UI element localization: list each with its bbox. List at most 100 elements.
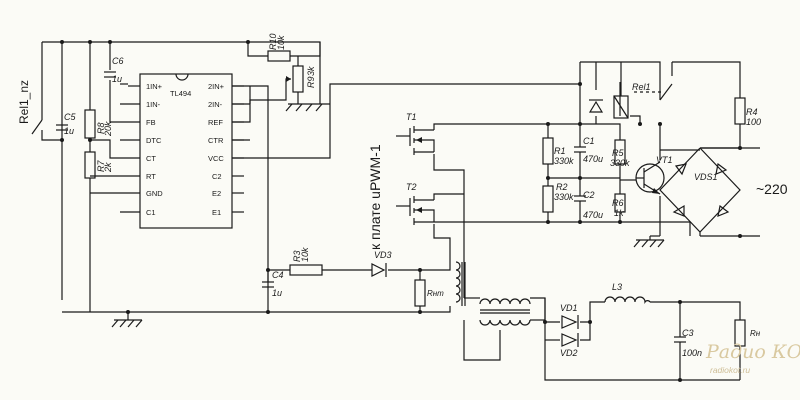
label-mains: ~220 bbox=[756, 181, 788, 197]
label-r7: R7 bbox=[96, 160, 106, 172]
relay-rel1 bbox=[613, 62, 629, 119]
capacitor-c1 bbox=[574, 140, 586, 160]
ic-pin-right-6: C2 bbox=[212, 172, 222, 181]
label-rn: Rн bbox=[750, 329, 761, 338]
label-c2-val: 470u bbox=[583, 210, 603, 220]
diode-vd3 bbox=[371, 263, 387, 277]
label-rel1-nz: Rel1_nz bbox=[17, 80, 31, 124]
mosfet-t1 bbox=[409, 126, 435, 155]
watermark: Радио КОТ radiokot.ru bbox=[705, 341, 800, 375]
label-c3: C3 bbox=[682, 328, 694, 338]
resistor-rnt bbox=[414, 279, 426, 307]
relay-contact bbox=[634, 62, 673, 101]
label-r1-val: 330k bbox=[554, 156, 574, 166]
potentiometer-r9 bbox=[286, 65, 304, 93]
ic-pin-right-1: 2IN+ bbox=[208, 82, 225, 91]
label-c3-val: 100n bbox=[682, 348, 702, 358]
resistor-r5 bbox=[614, 139, 626, 165]
junctions bbox=[60, 40, 742, 382]
label-r5-val: 330k bbox=[610, 158, 630, 168]
label-r2-val: 330k bbox=[554, 192, 574, 202]
resistor-r8 bbox=[84, 109, 96, 139]
ic-pin-left-2: 1IN- bbox=[146, 100, 161, 109]
ic-pin-right-8: E1 bbox=[212, 208, 221, 217]
label-c5: C5 bbox=[64, 112, 76, 122]
label-r2: R2 bbox=[556, 182, 568, 192]
label-c2: C2 bbox=[583, 190, 595, 200]
label-rel1: Rel1 bbox=[632, 82, 651, 92]
ic-pin-left-8: C1 bbox=[146, 208, 156, 217]
ic-pin-left-1: 1IN+ bbox=[146, 82, 163, 91]
ic-pin-right-2: 2IN- bbox=[208, 100, 223, 109]
label-r8-val: 20k bbox=[103, 121, 113, 137]
label-r6-val: 1k bbox=[614, 208, 624, 218]
label-vds1: VDS1 bbox=[694, 172, 718, 182]
ground-symbol bbox=[111, 319, 143, 328]
label-r10: R10 bbox=[268, 33, 278, 50]
resistor-r7 bbox=[84, 151, 96, 179]
label-t1: T1 bbox=[406, 112, 417, 122]
resistor-r3 bbox=[289, 264, 323, 276]
label-vd3: VD3 bbox=[374, 250, 392, 260]
current-transformer bbox=[479, 298, 531, 326]
label-r7-val: 2k bbox=[103, 162, 113, 173]
ic-pin-left-7: GND bbox=[146, 189, 163, 198]
label-r4-val: 100 bbox=[746, 117, 761, 127]
label-t2: T2 bbox=[406, 182, 417, 192]
capacitor-c2 bbox=[574, 190, 586, 210]
label-r1: R1 bbox=[554, 146, 566, 156]
label-board: к плате uPWM-1 bbox=[367, 144, 383, 250]
ic-pin-right-5: VCC bbox=[208, 154, 224, 163]
label-c1: C1 bbox=[583, 136, 595, 146]
label-r10-val: 10k bbox=[276, 35, 286, 50]
diode-vd1 bbox=[561, 315, 579, 329]
resistor-r1 bbox=[542, 137, 554, 165]
label-rnt: Rнт bbox=[427, 289, 444, 298]
label-r4: R4 bbox=[746, 107, 758, 117]
transformer-coil bbox=[455, 261, 466, 306]
mosfet-t2 bbox=[409, 196, 435, 225]
ic-pin-left-3: FB bbox=[146, 118, 156, 127]
label-c4-val: 1u bbox=[272, 288, 282, 298]
label-ic-name: TL494 bbox=[170, 89, 191, 98]
label-r6: R6 bbox=[612, 198, 624, 208]
label-c5-val: 1u bbox=[64, 126, 74, 136]
watermark-logo: Радио КОТ bbox=[705, 341, 800, 363]
diode-vd2 bbox=[561, 333, 579, 347]
label-c6: C6 bbox=[112, 56, 124, 66]
ground-symbol bbox=[285, 103, 330, 112]
capacitor-c5 bbox=[56, 124, 68, 131]
capacitor-c4 bbox=[262, 270, 274, 288]
ic-pin-right-3: REF bbox=[208, 118, 223, 127]
resistor-r10 bbox=[267, 50, 291, 62]
label-r3: R3 bbox=[292, 250, 302, 262]
ic-pin-left-4: DTC bbox=[146, 136, 162, 145]
inductor-l3 bbox=[604, 296, 651, 304]
label-c4: C4 bbox=[272, 270, 284, 280]
transistor-vt1 bbox=[635, 161, 665, 195]
label-r8: R8 bbox=[96, 122, 106, 134]
ground-symbol bbox=[633, 236, 665, 248]
label-c6-val: 1u bbox=[112, 74, 122, 84]
resistor-r2 bbox=[542, 185, 554, 213]
label-r9: R9 bbox=[306, 76, 316, 88]
rel1-nz-contact bbox=[31, 119, 43, 135]
label-c1-val: 470u bbox=[583, 154, 603, 164]
resistor-r6 bbox=[614, 193, 626, 213]
capacitor-c6 bbox=[104, 71, 116, 78]
label-r5: R5 bbox=[612, 148, 624, 158]
diode-flyback bbox=[588, 99, 604, 113]
ic-pin-right-7: E2 bbox=[212, 189, 221, 198]
ic-tl494 bbox=[120, 73, 244, 229]
label-vd1: VD1 bbox=[560, 303, 578, 313]
resistor-rn bbox=[734, 319, 746, 347]
capacitor-c3 bbox=[674, 330, 686, 348]
label-vd2: VD2 bbox=[560, 348, 578, 358]
resistor-r4 bbox=[734, 97, 746, 125]
ic-pin-right-4: CTR bbox=[208, 136, 224, 145]
ic-pin-left-5: CT bbox=[146, 154, 156, 163]
labels: Rel1_nz C5 1u R8 20k R7 2k C6 1u R10 10k… bbox=[17, 33, 788, 358]
label-vt1: VT1 bbox=[656, 155, 673, 165]
